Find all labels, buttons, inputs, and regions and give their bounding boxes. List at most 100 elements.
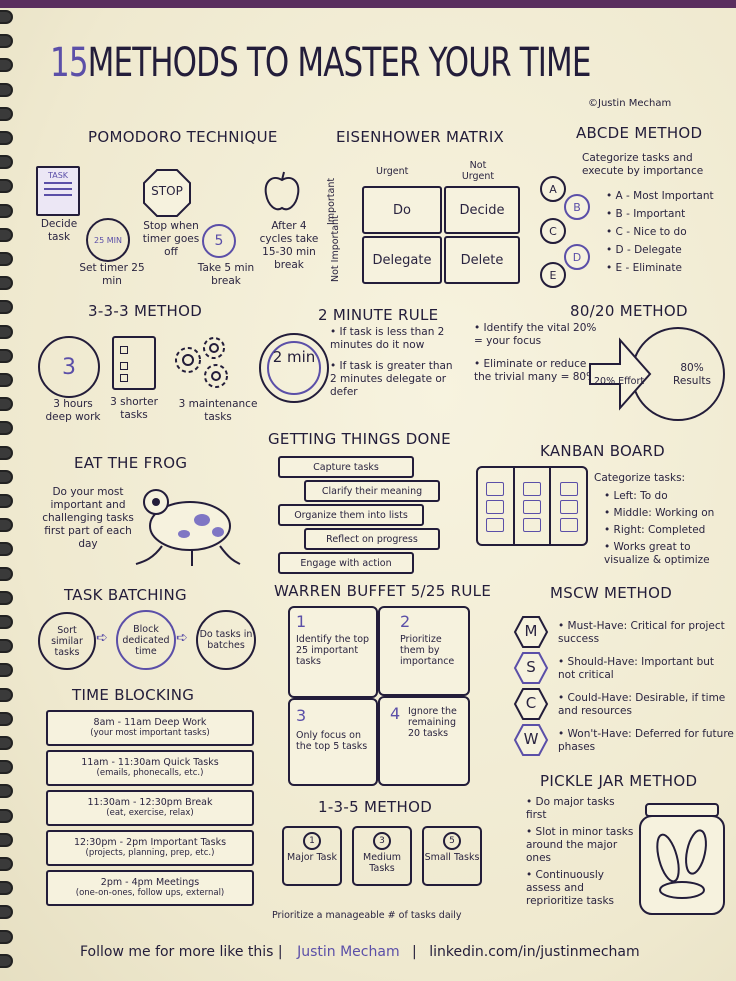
puzzle-piece-3: 3 Only focus on the top 5 tasks xyxy=(288,698,378,786)
spiral-ring xyxy=(0,518,13,533)
spiral-binding xyxy=(0,10,18,981)
abcde-list: • A - Most Important • B - Important • C… xyxy=(606,190,732,275)
kanban-heading: KANBAN BOARD xyxy=(540,442,665,460)
task-icon-label: TASK xyxy=(47,171,69,180)
stop-sign-icon xyxy=(143,169,191,217)
puzzle-text: Only focus on the top 5 tasks xyxy=(296,730,368,752)
m135-label: Small Tasks xyxy=(424,852,480,863)
abcde-heading: ABCDE METHOD xyxy=(576,124,703,142)
frog-heading: EAT THE FROG xyxy=(74,454,188,472)
title-text: METHODS TO MASTER YOUR TIME xyxy=(87,40,592,86)
time-block-note: (projects, planning, prep, etc.) xyxy=(85,848,215,858)
abcde-letter-circle: B xyxy=(564,194,590,220)
kanban-column xyxy=(515,468,552,544)
spiral-ring xyxy=(0,711,13,726)
two-minute-rule-1: • If task is less than 2 minutes do it n… xyxy=(330,326,445,351)
puzzle-piece-2: 2 Prioritize them by importance xyxy=(378,606,470,696)
m135-heading: 1-3-5 METHOD xyxy=(318,798,433,816)
two-minute-rule-2: • If task is greater than 2 minutes dele… xyxy=(330,360,453,398)
footer-follow: Follow me for more like this | xyxy=(80,944,283,960)
time-block-note: (one-on-ones, follow ups, external) xyxy=(75,888,225,898)
spiral-ring xyxy=(0,179,13,194)
spiral-ring xyxy=(0,10,13,24)
puzzle-piece-4: 4 Ignore the remaining 20 tasks xyxy=(378,696,470,786)
spiral-ring xyxy=(0,348,13,363)
kanban-item: • Works great to visualize & optimize xyxy=(604,541,710,566)
spiral-ring xyxy=(0,445,13,460)
quadrant-decide: Decide xyxy=(444,186,520,234)
gtd-step: Engage with action xyxy=(278,552,414,574)
time-block-time: 8am - 11am Deep Work xyxy=(93,717,207,728)
kanban-intro: Categorize tasks: xyxy=(594,472,686,484)
abcde-letter-circle: E xyxy=(540,262,566,288)
pomodoro-step-stop: Stop when timer goes off xyxy=(142,220,200,258)
spiral-ring xyxy=(0,736,13,750)
moscow-list: • Must-Have: Critical for project succes… xyxy=(558,620,734,754)
spiral-ring xyxy=(0,131,13,145)
quadrant-do: Do xyxy=(362,186,442,234)
spiral-ring xyxy=(0,905,13,920)
moscow-letter: W xyxy=(523,730,539,748)
spiral-ring xyxy=(0,469,13,484)
spiral-ring xyxy=(0,58,13,73)
puzzle-number: 4 xyxy=(390,704,401,723)
spiral-ring xyxy=(0,953,13,968)
kanban-card xyxy=(523,518,541,532)
kanban-card xyxy=(523,500,541,514)
spiral-ring xyxy=(0,808,13,823)
puzzle-number: 3 xyxy=(296,706,307,725)
abcde-letter-circle: D xyxy=(564,244,590,270)
moscow-letter: M xyxy=(524,622,538,640)
m333-deep-work: 3 hours deep work xyxy=(45,398,101,423)
not-urgent-label: Not Urgent xyxy=(461,160,495,182)
spiral-ring xyxy=(0,881,13,896)
kanban-card xyxy=(523,482,541,496)
time-block: 8am - 11am Deep Work(your most important… xyxy=(46,710,254,746)
m333-heading: 3-3-3 METHOD xyxy=(88,302,203,320)
time-block-time: 11am - 11:30am Quick Tasks xyxy=(81,757,219,768)
kanban-card xyxy=(559,500,578,514)
puzzle-text: Identify the top 25 important tasks xyxy=(296,634,370,667)
moscow-letter: S xyxy=(526,658,536,676)
gtd-step: Clarify their meaning xyxy=(304,480,440,502)
spiral-ring xyxy=(0,857,13,871)
pickle-item: • Continuously assess and reprioritize t… xyxy=(526,869,615,907)
top-band xyxy=(0,0,736,8)
batching-step-block: Block dedicated time xyxy=(116,610,176,670)
spiral-ring xyxy=(0,373,13,387)
spiral-ring xyxy=(0,276,13,291)
footer: Follow me for more like this | Justin Me… xyxy=(80,944,640,960)
gears-icon xyxy=(175,337,228,388)
spiral-ring xyxy=(0,397,13,412)
spiral-ring xyxy=(0,82,13,97)
spiral-ring xyxy=(0,252,13,266)
time-block-time: 2pm - 4pm Meetings xyxy=(100,877,200,888)
pickle-jar-icon xyxy=(639,803,725,915)
footer-linkedin-link[interactable]: linkedin.com/in/justinmecham xyxy=(429,944,640,960)
moscow-letter: C xyxy=(525,694,537,712)
puzzle-text: Prioritize them by importance xyxy=(400,634,455,667)
time-block: 12:30pm - 2pm Important Tasks(projects, … xyxy=(46,830,254,866)
spiral-ring xyxy=(0,929,13,944)
kanban-item: • Middle: Working on xyxy=(604,507,715,519)
eighty-twenty-bullet-1: • Identify the vital 20% = your focus xyxy=(474,322,597,347)
spiral-ring xyxy=(0,832,13,847)
spiral-ring xyxy=(0,615,13,629)
pickle-item: • Do major tasks first xyxy=(526,796,615,821)
abcde-item: • B - Important xyxy=(606,208,686,220)
time-blocking-heading: TIME BLOCKING xyxy=(72,686,195,704)
eighty-twenty-bullet-2: • Eliminate or reduce the trivial many =… xyxy=(474,358,597,383)
m135-label: Medium Tasks xyxy=(363,852,401,874)
kanban-card xyxy=(559,482,578,496)
spiral-ring xyxy=(0,324,13,339)
moscow-heading: MSCW METHOD xyxy=(550,584,673,602)
spiral-ring xyxy=(0,590,13,605)
kanban-item: • Left: To do xyxy=(604,490,668,502)
spiral-ring xyxy=(0,34,13,49)
abcde-item: • C - Nice to do xyxy=(606,226,687,238)
moscow-item: • Must-Have: Critical for project succes… xyxy=(558,620,725,645)
pomodoro-step-decide: Decide task xyxy=(40,218,78,243)
kanban-item: • Right: Completed xyxy=(604,524,706,536)
m333-maintenance: 3 maintenance tasks xyxy=(178,398,258,423)
